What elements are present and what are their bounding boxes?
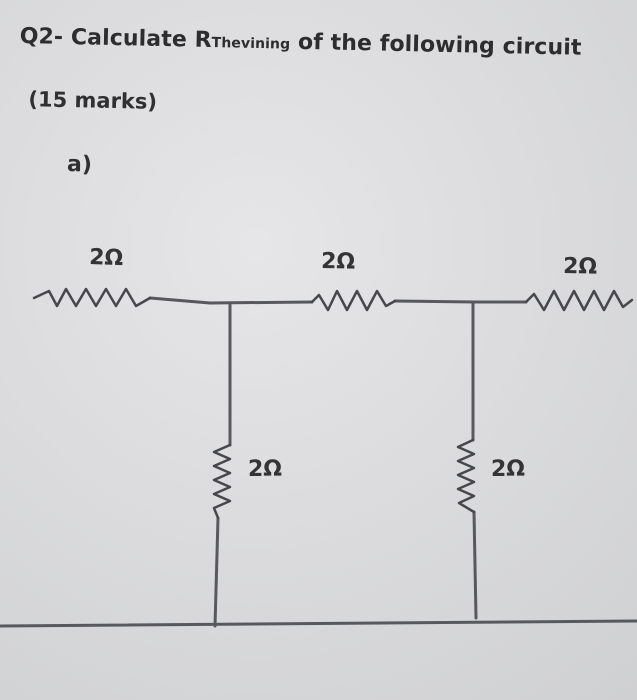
wire-middle-to-right-node xyxy=(393,299,477,304)
resistor-labels: 2Ω 2Ω 2Ω 2Ω 2Ω xyxy=(89,245,598,482)
wire-left-node-right xyxy=(208,300,314,305)
resistor-right-shunt xyxy=(456,438,476,514)
wire-left-node-top xyxy=(148,296,212,305)
resistor-top-middle xyxy=(310,289,397,312)
wire-left-shunt-bottom xyxy=(213,516,220,628)
resistor-label-top-middle: 2Ω xyxy=(321,249,356,275)
resistor-label-right-shunt: 2Ω xyxy=(491,457,525,482)
circuit-wires xyxy=(0,296,637,628)
resistor-top-right xyxy=(524,289,634,312)
wire-right-shunt-bottom xyxy=(472,510,478,620)
resistor-label-top-right: 2Ω xyxy=(563,254,598,280)
ground-wire xyxy=(0,619,637,628)
resistor-label-top-left: 2Ω xyxy=(89,245,124,271)
resistor-left-shunt xyxy=(212,443,232,520)
circuit-resistors xyxy=(32,287,634,520)
resistor-top-left xyxy=(32,287,152,308)
resistor-label-left-shunt: 2Ω xyxy=(248,457,282,482)
